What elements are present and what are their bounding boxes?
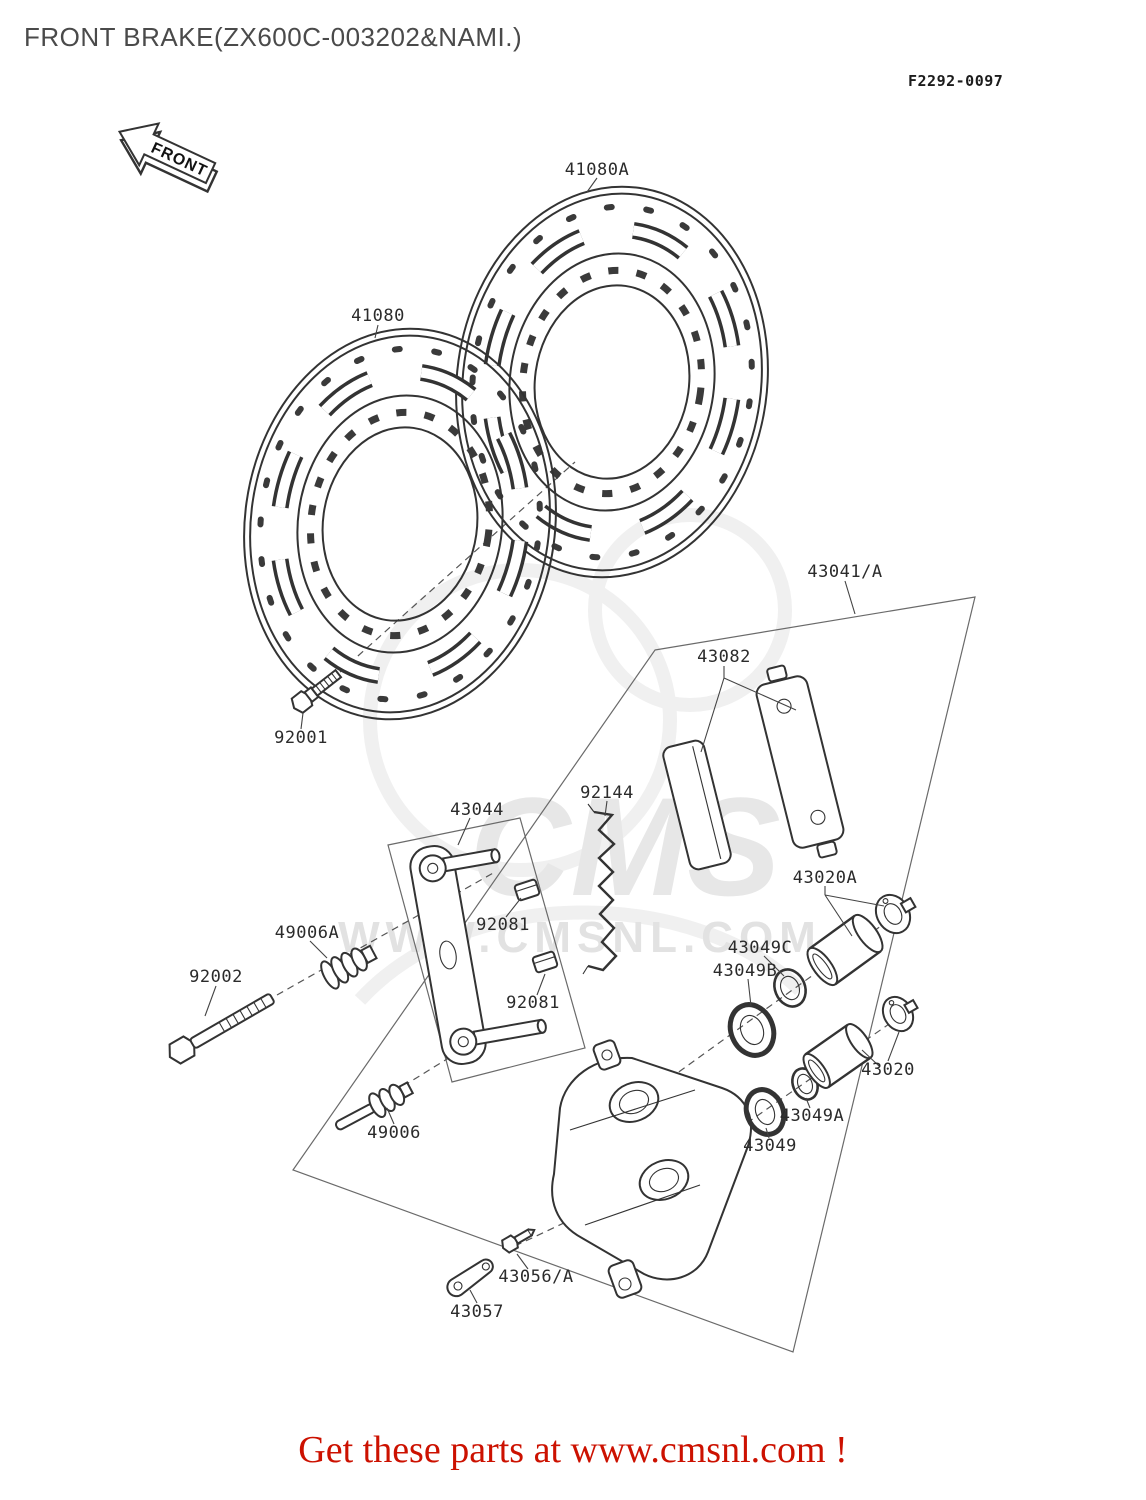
part-label-92144: 92144 [580,783,634,803]
assembly-box [292,596,976,1353]
part-label-92081-1: 92081 [476,915,530,935]
figure-ref-code: F2292-0097 [908,72,1004,90]
part-label-41080: 41080 [351,306,405,326]
pin-49006 [334,1081,415,1131]
watermark: CMS WWW.CMSNL.COM [338,508,816,1005]
part-label-43041a: 43041/A [807,562,883,582]
part-label-43049a: 43049A [779,1106,845,1126]
part-label-43049b: 43049B [712,961,778,981]
part-label-43057: 43057 [450,1302,504,1322]
caliper-bracket-43044 [409,845,547,1065]
bracket-box [387,817,586,1083]
leader-lines [204,177,900,1304]
link-43057 [446,1258,494,1298]
seal-43049 [743,1087,787,1137]
pad-spring-92144 [582,803,618,975]
clip-92081-2 [531,950,559,974]
part-label-43049c: 43049C [727,938,793,958]
front-arrow: FRONT [117,122,219,194]
boot-49006a [320,944,378,990]
part-label-43082: 43082 [697,647,751,667]
part-label-92001: 92001 [274,728,328,748]
seal-43049c [773,968,807,1008]
part-label-41080a: 41080A [564,160,630,180]
brake-pad-outer [755,664,845,859]
part-label-43056a: 43056/A [498,1267,574,1287]
part-label-43020: 43020 [861,1060,915,1080]
part-label-43044: 43044 [450,800,504,820]
cap-upper-43020a [874,893,917,935]
bleed-valve-43056 [501,1228,536,1254]
bolt-92002 [168,993,275,1065]
part-label-92002: 92002 [189,967,243,987]
piston-upper [806,913,884,987]
footer-link[interactable]: Get these parts at www.cmsnl.com ! [298,1429,848,1471]
clip-92081-1 [513,878,541,902]
page-title: FRONT BRAKE(ZX600C-003202&NAMI.) [24,22,523,52]
part-label-43049: 43049 [743,1136,797,1156]
part-label-92081-2: 92081 [506,993,560,1013]
caliper-body [551,1039,752,1299]
part-label-43020a: 43020A [792,868,858,888]
piston-lower [802,1023,874,1089]
cap-lower-43020 [881,995,919,1033]
part-label-49006: 49006 [367,1123,421,1143]
part-label-49006a: 49006A [274,923,340,943]
bolt-92001 [290,668,343,714]
seal-43049b [727,1002,777,1058]
brake-pad-inner [662,739,732,871]
